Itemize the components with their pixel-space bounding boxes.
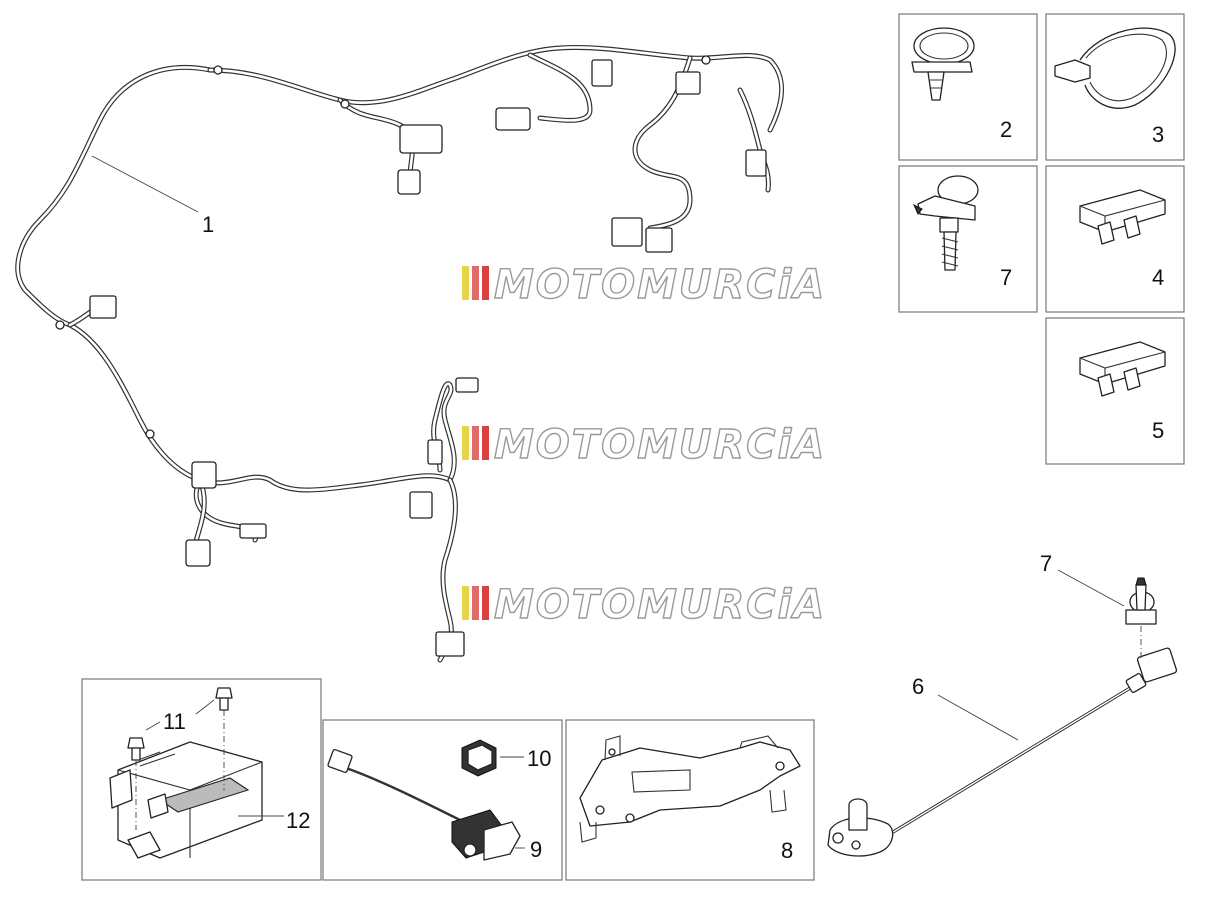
control-unit-part-12 [109,741,284,859]
watermark-stripe [462,426,469,460]
leader-line [1057,569,1125,607]
fuse-part-4 [1079,189,1166,245]
watermark-stripe [482,426,489,460]
part-label-12: 12 [286,808,310,833]
screw-clip-callout-part-7 [1057,569,1157,660]
leader-line [145,721,161,731]
watermark-text: MOTOMURCiA [494,262,826,308]
leader-line [91,155,199,213]
watermark-stripe [472,266,479,300]
screw-clip-part-7 [912,175,979,271]
watermark-1: MOTOMURCiA [462,261,826,309]
part-label-7-callout: 7 [1040,551,1052,576]
fuse-part-5 [1079,341,1166,397]
part-label-5: 5 [1152,418,1164,443]
part-label-2: 2 [1000,117,1012,142]
watermark-stripe [462,266,469,300]
watermark-3: MOTOMURCiA [462,581,826,629]
part-label-9: 9 [530,837,542,862]
box-part-9-10 [322,719,563,881]
part-label-1: 1 [202,212,214,237]
bolt-part-11 [127,687,233,830]
part-label-11: 11 [163,709,186,734]
watermark-stripe [472,586,479,620]
cable-tie-part-3 [1054,27,1176,109]
watermark-stripe [472,426,479,460]
bracket-part-8 [579,735,801,843]
part-label-8: 8 [781,838,793,863]
wiring-harness [15,44,785,663]
part-label-10: 10 [527,746,551,771]
watermark-text: MOTOMURCiA [494,422,826,468]
part-label-4: 4 [1152,265,1164,290]
leader-line [195,699,215,715]
sensor-cable-part-9 [327,749,525,861]
box-part-5 [1045,317,1185,465]
box-part-4 [1045,165,1185,313]
watermark-stripe [482,586,489,620]
watermark-text: MOTOMURCiA [494,582,826,628]
watermark-2: MOTOMURCiA [462,421,826,469]
watermark-stripe [462,586,469,620]
watermark-stripe [482,266,489,300]
grommet-part-10 [461,739,524,777]
part-label-7-box: 7 [1000,265,1012,290]
part-label-3: 3 [1152,122,1164,147]
sensor-part-6 [827,647,1178,857]
cable-clip-part-2 [911,27,975,101]
leader-line [937,694,1019,741]
part-label-6: 6 [912,674,924,699]
